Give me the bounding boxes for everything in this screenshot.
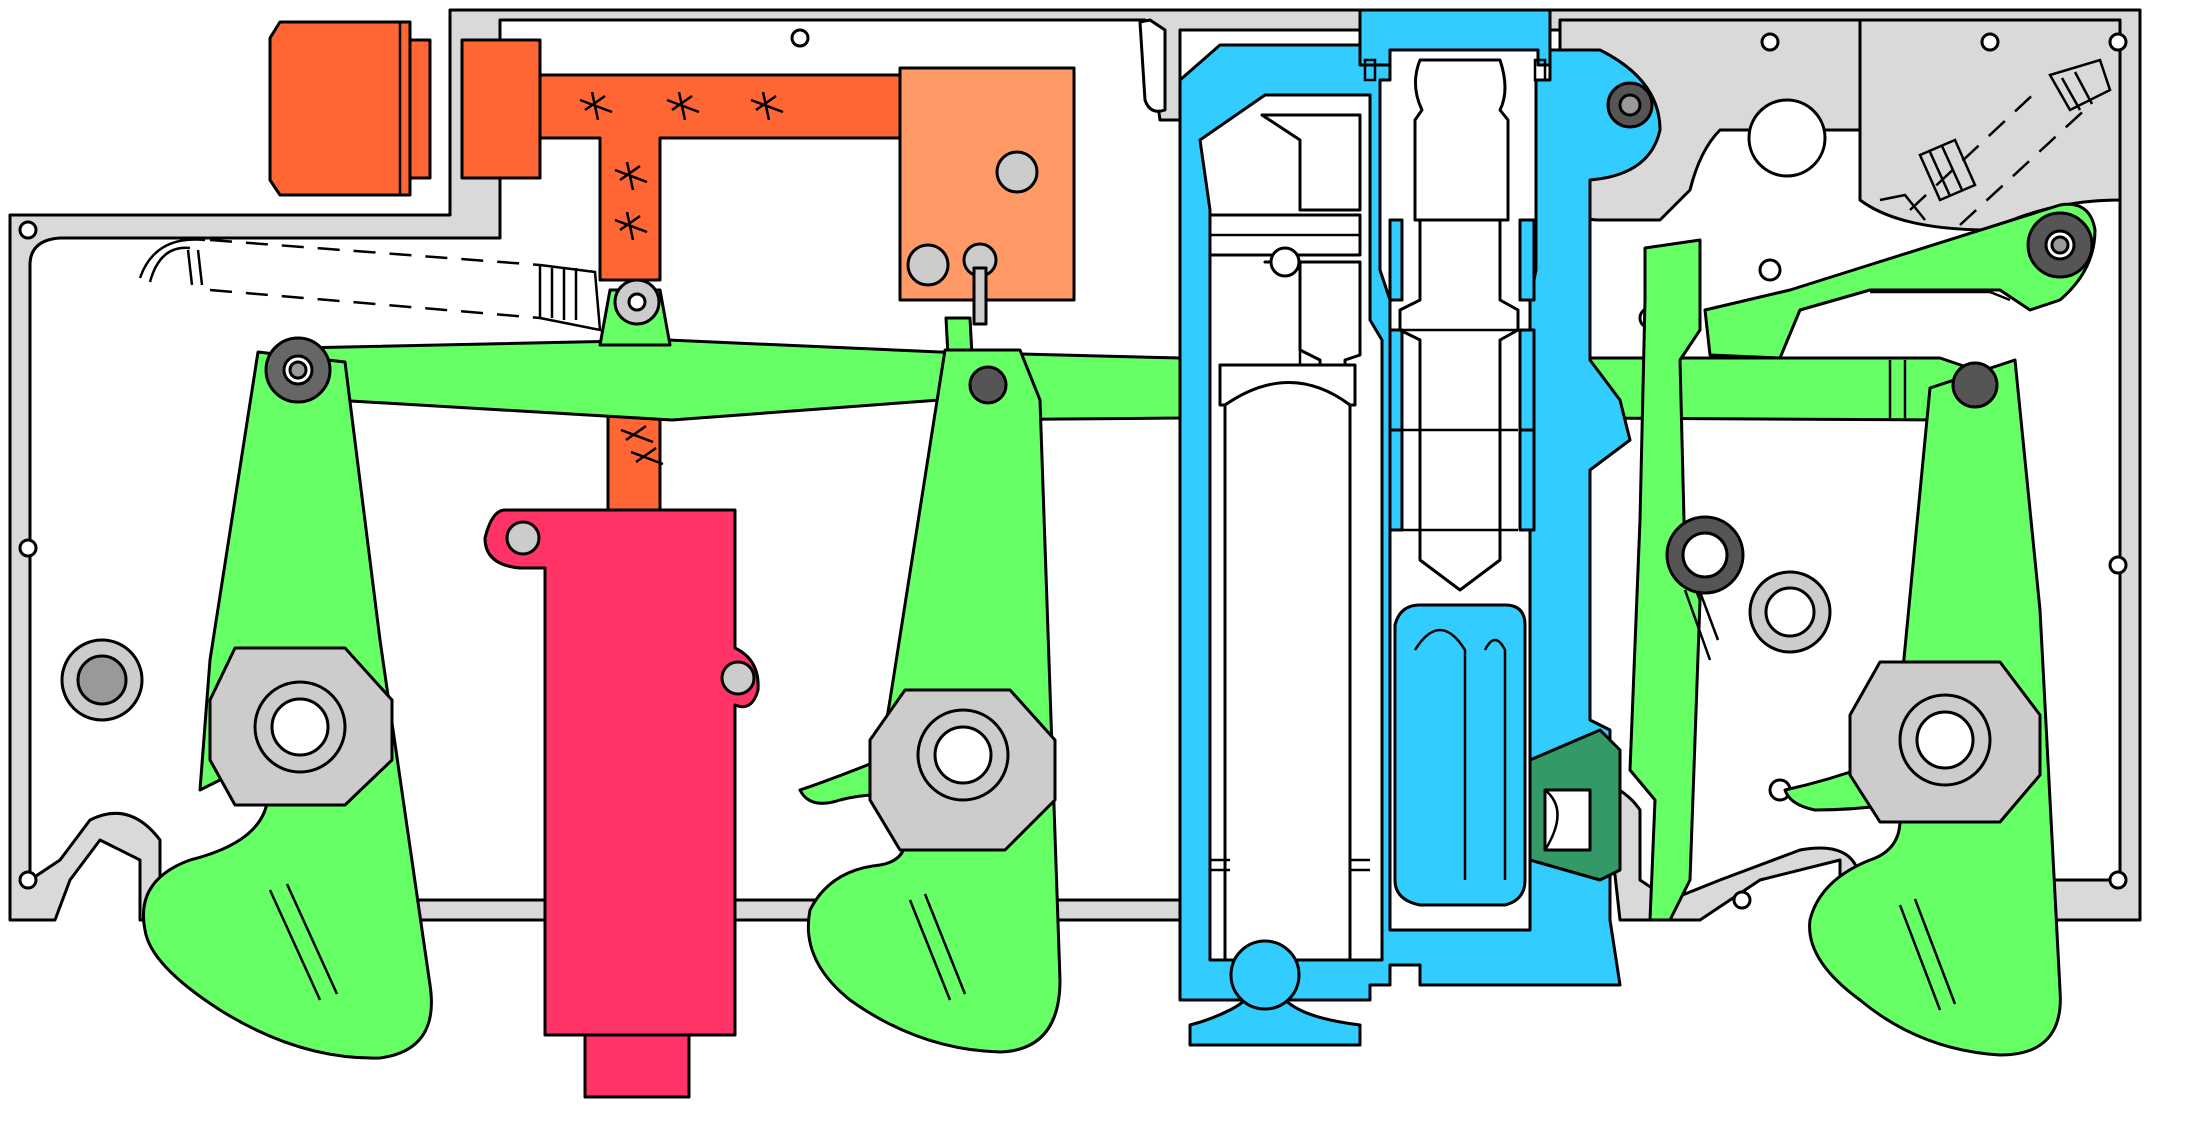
red-block bbox=[483, 508, 760, 1099]
left-tension-spring bbox=[138, 238, 602, 332]
orange-hatch-marks bbox=[579, 91, 784, 466]
orange-linkage bbox=[268, 20, 1076, 512]
frame-bolt-holes bbox=[18, 28, 2128, 910]
blue-assembly bbox=[1178, 8, 1662, 1047]
blue-left-cylinder bbox=[1223, 381, 1352, 962]
red-block-foot bbox=[583, 1033, 691, 1099]
right-latch-assembly bbox=[1628, 202, 2097, 922]
blue-solenoid bbox=[1393, 603, 1527, 907]
upper-pins bbox=[1606, 81, 1654, 129]
red-block-body bbox=[483, 508, 760, 1037]
lever-left bbox=[142, 336, 433, 1060]
lever-middle bbox=[798, 348, 1062, 1054]
lever-right bbox=[1783, 358, 2062, 1057]
left-mounting-boss bbox=[60, 638, 144, 722]
orange-vertical-rod bbox=[606, 408, 662, 512]
right-mounting-boss bbox=[1748, 570, 1832, 654]
orange-latch-plate bbox=[898, 66, 1076, 302]
blue-knob bbox=[1229, 939, 1301, 1011]
right-tension-spring bbox=[1879, 58, 2112, 226]
orange-cylinder-body bbox=[460, 38, 542, 180]
orange-cylinder-cap bbox=[268, 20, 412, 197]
green-latch-bar bbox=[1628, 238, 1702, 922]
